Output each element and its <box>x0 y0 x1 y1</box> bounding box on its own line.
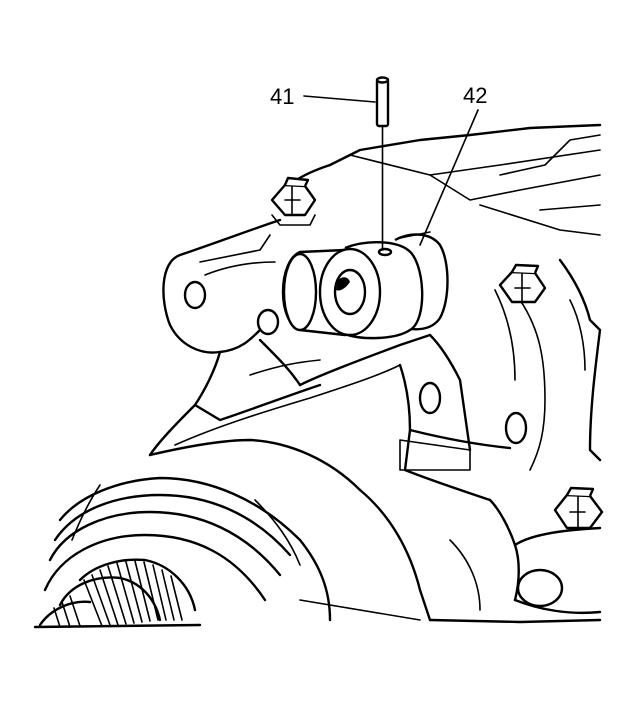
callout-label-41: 41 <box>270 84 294 109</box>
callout-42: 42 <box>419 83 487 246</box>
housing <box>148 123 602 624</box>
callout-41: 41 <box>270 84 376 109</box>
shaft-sleeve-42 <box>281 231 449 340</box>
output-flange <box>33 476 332 629</box>
roll-pin-41 <box>375 76 390 251</box>
bolt-right <box>498 263 547 304</box>
splined-shaft <box>33 558 202 629</box>
bolt-lower-right <box>553 486 604 530</box>
bolt-upper-left <box>270 176 317 226</box>
callout-label-42: 42 <box>463 83 487 108</box>
